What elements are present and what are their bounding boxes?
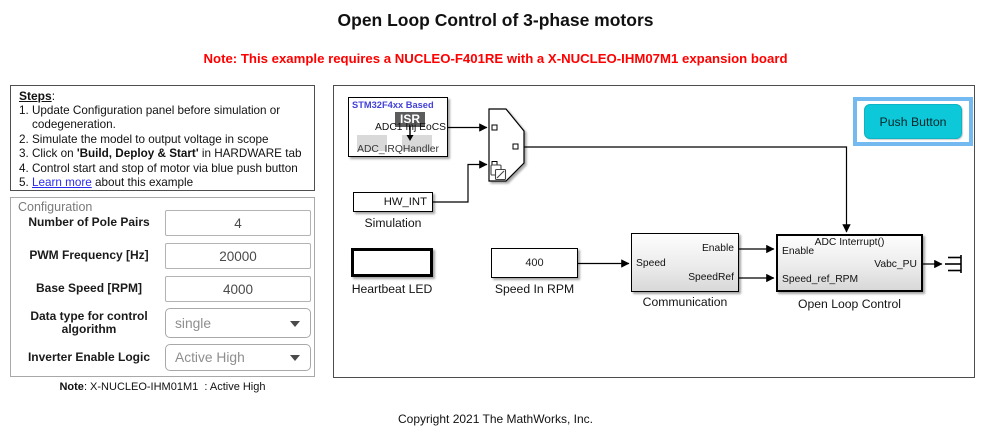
- adc-signal-label: ADC1 Inj EoCS: [375, 122, 446, 133]
- learn-more-link[interactable]: Learn more: [32, 176, 92, 189]
- speed-constant-value: 400: [525, 257, 544, 269]
- step-item-4: 4. Control start and stop of motor via b…: [19, 161, 298, 175]
- config-row-pole-pairs: Number of Pole Pairs: [15, 210, 311, 236]
- inverter-logic-label: Inverter Enable Logic: [27, 349, 151, 364]
- chevron-down-icon: [290, 320, 300, 327]
- base-speed-input[interactable]: [165, 276, 311, 302]
- chevron-down-icon: [290, 355, 300, 361]
- step-item-2: 2. Simulate the model to output voltage …: [19, 132, 269, 146]
- port-label-speed-ref-rpm: Speed_ref_RPM: [782, 274, 859, 285]
- port-label-enable-in: Enable: [782, 246, 815, 257]
- diagram-canvas: STM32F4xx Based ISR ADC1 Inj EoCS ADC_IR…: [333, 85, 975, 378]
- config-row-inverter-logic: Inverter Enable Logic Active High: [15, 344, 311, 371]
- pwm-frequency-input[interactable]: [165, 243, 311, 269]
- speed-in-rpm-label: Speed In RPM: [494, 282, 575, 296]
- adc-gray-box: [357, 135, 387, 151]
- inverter-logic-selected-value: Active High: [175, 350, 245, 365]
- config-row-base-speed: Base Speed [RPM]: [15, 276, 311, 302]
- signal-wires-layer: [433, 108, 962, 283]
- port-label-vabc-pu: Vabc_PU: [874, 259, 917, 270]
- isr-badge: ISR: [395, 112, 425, 127]
- data-type-selected-value: single: [175, 315, 212, 331]
- data-type-select[interactable]: single: [165, 308, 311, 338]
- heartbeat-led-block[interactable]: [351, 248, 433, 277]
- inverter-logic-select[interactable]: Active High: [165, 344, 311, 371]
- pwm-frequency-label: PWM Frequency [Hz]: [29, 248, 149, 263]
- simulation-label: Simulation: [364, 216, 422, 230]
- step-item-1: 1. Update Configuration panel before sim…: [19, 103, 281, 132]
- variant-icon: [490, 164, 507, 181]
- open-loop-control-block[interactable]: ADC Interrupt() Enable Speed_ref_RPM Vab…: [776, 234, 923, 292]
- signal-wire[interactable]: [433, 160, 488, 203]
- open-loop-control-label: Open Loop Control: [798, 297, 901, 311]
- hw-int-block[interactable]: HW_INT: [353, 192, 433, 212]
- config-panel-title: Configuration: [18, 200, 93, 214]
- copyright-text: Copyright 2021 The MathWorks, Inc.: [398, 412, 593, 426]
- communication-label: Communication: [642, 295, 728, 309]
- adc-interrupt-block[interactable]: STM32F4xx Based ISR ADC1 Inj EoCS ADC_IR…: [348, 97, 448, 157]
- push-button[interactable]: Push Button: [864, 104, 962, 139]
- config-footnote: Note: X-NUCLEO-IHM01M1 : Active High: [59, 381, 266, 393]
- configuration-panel: Configuration Number of Pole Pairs PWM F…: [10, 197, 315, 377]
- step-item-5: 5. Learn more about this example: [19, 176, 194, 189]
- push-button-selection-frame: Push Button: [853, 97, 973, 146]
- pole-pairs-label: Number of Pole Pairs: [28, 215, 150, 230]
- data-type-label: Data type for control algorithm: [30, 308, 148, 336]
- hardware-requirement-note: Note: This example requires a NUCLEO-F40…: [203, 51, 788, 66]
- speed-constant-block[interactable]: 400: [491, 248, 578, 278]
- pole-pairs-input[interactable]: [165, 210, 311, 236]
- scope-icon[interactable]: [945, 255, 962, 273]
- port-label-adc-interrupt: ADC Interrupt(): [814, 237, 885, 248]
- port-label-speedref: SpeedRef: [688, 272, 734, 283]
- port-label-enable-out: Enable: [701, 243, 734, 254]
- port-label-speed: Speed: [636, 258, 666, 269]
- adc-irqhandler-label: ADC_IRQHandler: [357, 144, 439, 155]
- page-title: Open Loop Control of 3-phase motors: [337, 10, 654, 30]
- variant-source-block[interactable]: [488, 108, 525, 182]
- heartbeat-led-label: Heartbeat LED: [351, 282, 433, 296]
- signal-wire[interactable]: [524, 146, 851, 233]
- stm32-header-label: STM32F4xx Based: [352, 100, 434, 110]
- communication-block[interactable]: Speed Enable SpeedRef: [631, 233, 739, 292]
- steps-panel: Steps: 1. Update Configuration panel bef…: [10, 85, 315, 191]
- step-item-3: 3. Click on 'Build, Deploy & Start' in H…: [19, 147, 302, 160]
- config-row-pwm-frequency: PWM Frequency [Hz]: [15, 243, 311, 269]
- steps-heading: Steps:: [19, 89, 56, 103]
- base-speed-label: Base Speed [RPM]: [35, 281, 143, 296]
- isr-down-arrow-icon: [406, 126, 414, 141]
- config-row-data-type: Data type for control algorithm single: [15, 308, 311, 338]
- hw-int-label: HW_INT: [383, 196, 427, 208]
